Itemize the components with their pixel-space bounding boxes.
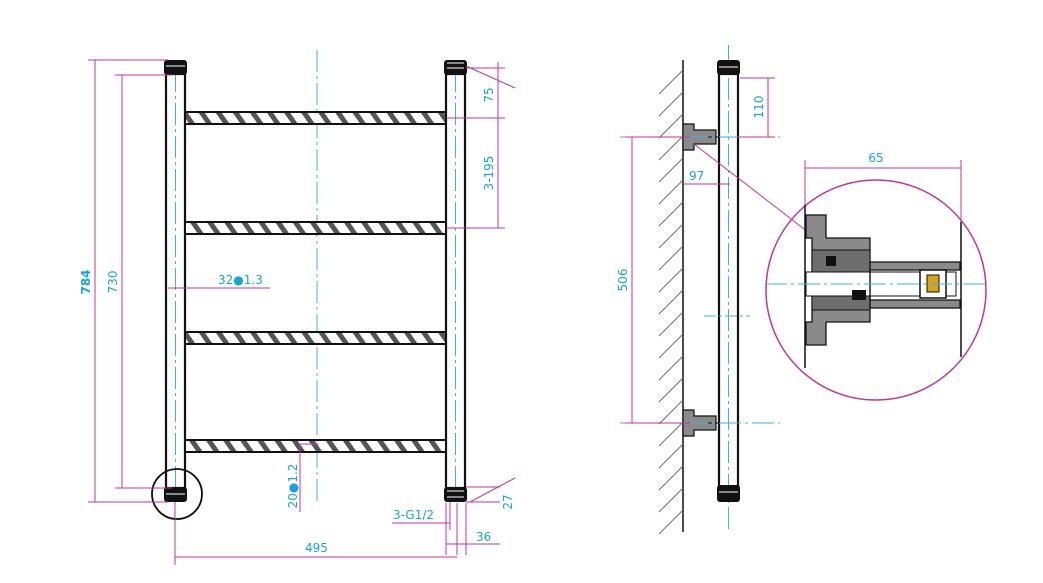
detail-circle xyxy=(765,179,987,401)
front-view: 784 730 75 3-195 32●1.3 20●1.2 3-G1/2 27… xyxy=(79,50,516,565)
crossbar xyxy=(184,111,447,125)
dim-overall-height: 784 xyxy=(79,269,93,294)
dim-bar-spacing: 3-195 xyxy=(482,156,496,191)
dim-bracket-spacing: 506 xyxy=(616,269,630,292)
dim-wall-offset: 97 xyxy=(689,169,704,183)
crossbar xyxy=(184,221,447,235)
dim-center-distance: 730 xyxy=(106,271,120,294)
dim-connection: 3-G1/2 xyxy=(393,508,434,522)
front-dimensions xyxy=(88,59,516,565)
side-dimensions xyxy=(625,77,809,424)
side-bottom-cap xyxy=(717,485,740,502)
side-view: 110 506 97 xyxy=(616,45,809,535)
dim-upright-tube: 32●1.3 xyxy=(218,273,263,287)
side-upright xyxy=(717,45,740,530)
dim-overall-width: 495 xyxy=(305,541,328,555)
dim-top-bracket-offset: 110 xyxy=(752,96,766,119)
left-upright xyxy=(164,60,187,502)
wall-hatching xyxy=(658,60,684,535)
right-bottom-nut xyxy=(444,487,467,502)
right-upright xyxy=(444,60,467,502)
crossbars xyxy=(184,111,447,453)
dim-nut-width: 36 xyxy=(476,530,491,544)
detail-bracket-body xyxy=(805,214,961,346)
left-top-cap xyxy=(164,60,187,75)
dim-detail-depth: 65 xyxy=(868,151,883,165)
dim-top-bar-offset: 75 xyxy=(482,87,496,102)
detail-view: 65 xyxy=(765,151,987,401)
crossbar xyxy=(184,439,447,453)
dim-bar-tube: 20●1.2 xyxy=(286,464,300,509)
crossbar xyxy=(184,331,447,345)
dim-bottom-nut-height: 27 xyxy=(501,494,515,509)
detail-marker-circle xyxy=(151,468,203,520)
